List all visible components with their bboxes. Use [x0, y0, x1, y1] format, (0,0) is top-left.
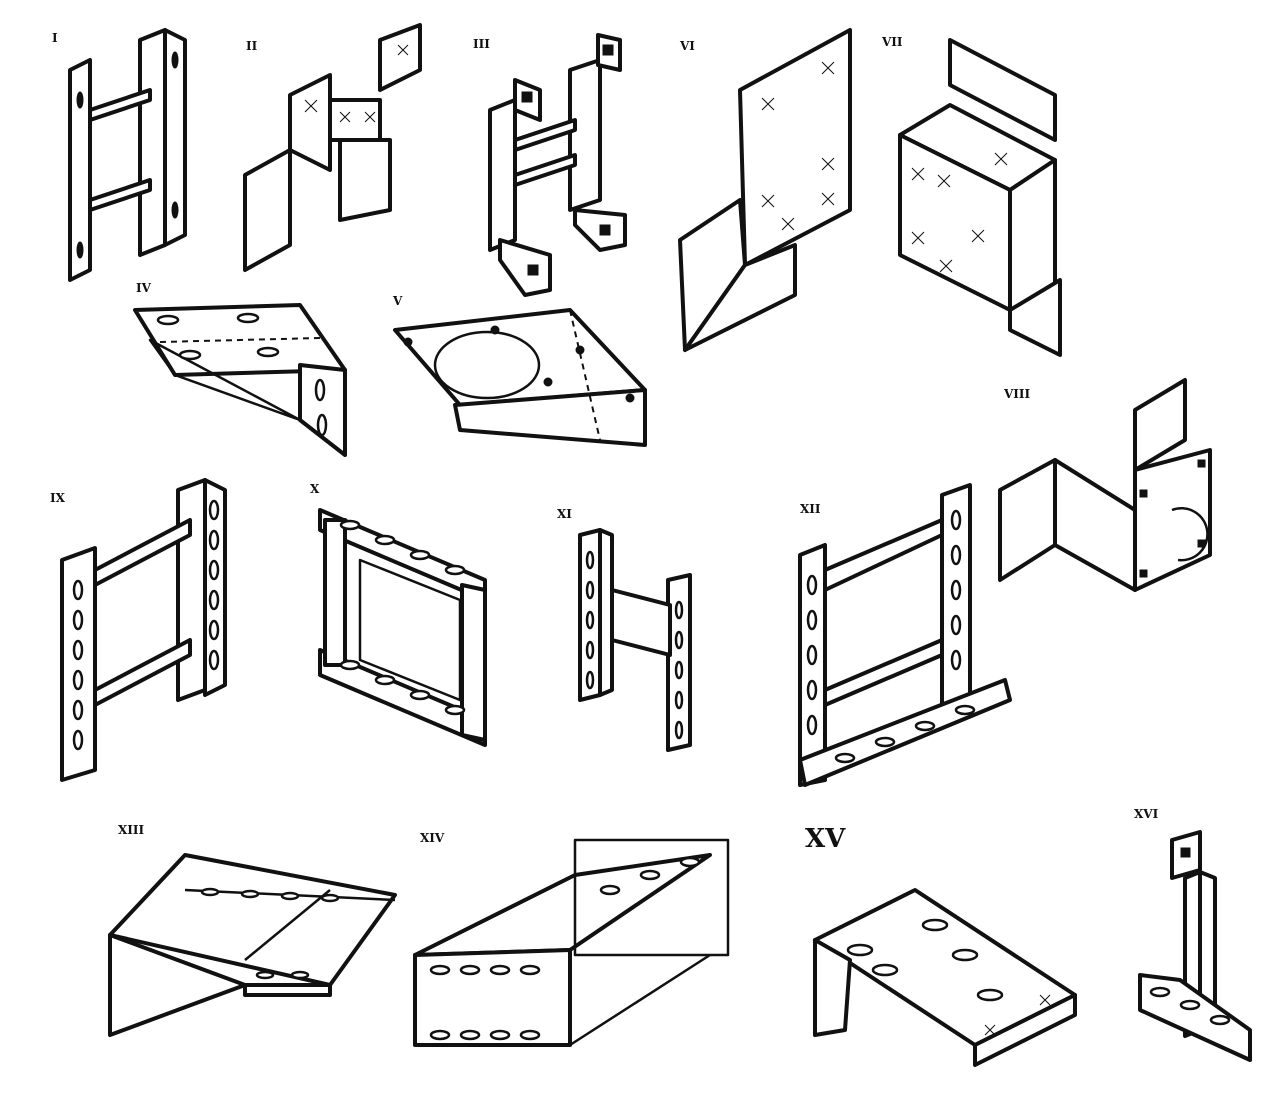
label-figure-xv: XV	[805, 824, 846, 854]
figure-iv-angled-shelf	[133, 303, 347, 457]
label-figure-iv: IV	[136, 281, 151, 295]
label-figure-ii: II	[246, 39, 258, 53]
label-figure-x: X	[310, 482, 320, 496]
figure-v-ring-bracket	[393, 308, 647, 447]
label-figure-xi: XI	[557, 507, 572, 521]
label-figure-iii: III	[473, 37, 490, 51]
label-figure-xii: XII	[800, 502, 821, 516]
label-figure-vii: VII	[882, 35, 903, 49]
figure-ix-angle-frame	[60, 478, 227, 782]
figure-ii-stepped-plate	[243, 23, 422, 272]
figure-x-box-frame	[318, 508, 487, 747]
figure-xvi-hanger-rod	[1138, 830, 1252, 1062]
figure-i-ladder-bracket	[68, 28, 187, 282]
figure-iii-double-u-bracket	[488, 33, 627, 297]
label-figure-ix: IX	[50, 491, 65, 505]
figure-vii-folded-channel	[898, 38, 1062, 357]
label-figure-i: I	[52, 31, 58, 45]
figure-xiv-box-tray	[413, 838, 730, 1047]
figure-vi-z-plate	[678, 28, 852, 352]
label-figure-v: V	[393, 294, 403, 308]
figure-xv-sloped-shelf	[813, 888, 1077, 1067]
figure-xi-single-arm	[578, 528, 692, 752]
label-figure-viii: VIII	[1004, 387, 1031, 401]
label-figure-xvi: XVI	[1134, 807, 1159, 821]
label-figure-xiv: XIV	[420, 831, 445, 845]
label-figure-xiii: XIII	[118, 823, 145, 837]
figure-xiii-cantilever	[108, 853, 397, 1037]
label-figure-vi: VI	[680, 39, 695, 53]
figure-viii-ring-clamp	[998, 378, 1212, 592]
figure-xii-l-base-frame	[798, 483, 1012, 787]
